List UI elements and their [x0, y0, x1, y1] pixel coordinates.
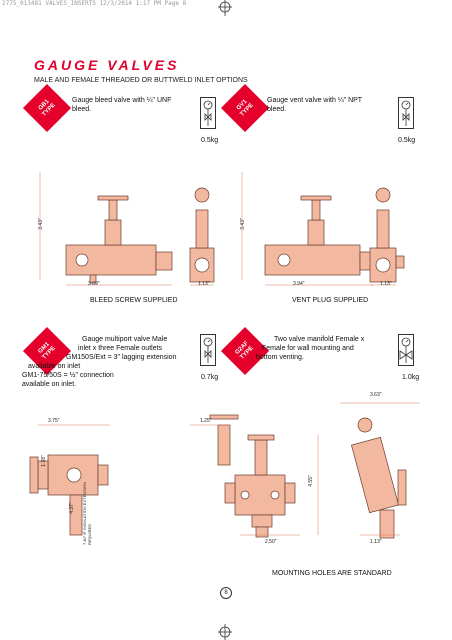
product-desc-gm1: Gauge multiport valve Male inlet x three…	[66, 336, 177, 361]
caption-bleed: BLEED SCREW SUPPLIED	[90, 297, 178, 304]
caption-mounting: MOUNTING HOLES ARE STANDARD	[272, 570, 392, 577]
page-number: 8	[220, 587, 232, 599]
caption-vent: VENT PLUG SUPPLIED	[292, 297, 369, 304]
weight-gm1: 0.7kg	[201, 374, 219, 381]
valve-symbol-icon	[200, 334, 216, 366]
dim-gm1-width: 3.75"	[48, 418, 60, 424]
dim-g2af-side: 1.13"	[370, 539, 382, 545]
page-title: GAUGE VALVES	[34, 57, 180, 73]
registration-mark-bottom	[218, 624, 232, 640]
dim-gm1-ext: 7.40" IF INSULATION EXTENSION REQUIRED	[82, 482, 92, 545]
weight-gv1: 0.5kg	[398, 137, 416, 144]
dim-gb1-side: 1.13"	[198, 281, 210, 287]
product-desc-gb1: Gauge bleed valve with ¼" UNF bleed.	[72, 97, 172, 113]
dim-g2af-top2: 3.63"	[370, 392, 382, 398]
product-desc-gv1: Gauge vent valve with ¼" NPT bleed.	[267, 97, 362, 113]
valve-symbol-icon	[200, 97, 216, 129]
page-subtitle: MALE AND FEMALE THREADED OR BUTTWELD INL…	[34, 77, 248, 84]
dim-gm1-small: 1.38"	[40, 455, 47, 467]
registration-mark-top	[218, 0, 232, 16]
dim-gv1-width: 3.94"	[293, 281, 305, 287]
dim-gb1-height: 3.43"	[37, 218, 44, 230]
dim-g2af-width: 2.50"	[265, 539, 277, 545]
dim-gv1-height: 3.43"	[239, 218, 246, 230]
dim-gb1-width: 3.69"	[88, 281, 100, 287]
weight-gb1: 0.5kg	[201, 137, 219, 144]
valve-symbol-icon	[398, 97, 414, 129]
drawings-bottom	[29, 402, 420, 539]
crop-info: 2775_013481 VALVES_INSERTS 12/3/2014 1:1…	[2, 0, 187, 7]
product-desc-g2af: Two valve manifold Female x Female for w…	[256, 336, 365, 361]
dim-gv1-side: 1.13"	[380, 281, 392, 287]
product-desc-gm1-cont: available on inlet GM1-75/50S = ½" conne…	[22, 363, 114, 388]
dim-g2af-height: 4.55"	[307, 475, 314, 487]
dim-g2af-top: 1.25"	[200, 418, 212, 424]
manifold-symbol-icon	[398, 334, 414, 366]
drawings-top	[39, 172, 405, 286]
weight-g2af: 1.0kg	[402, 374, 420, 381]
dim-gm1-len: 4.37"	[68, 502, 75, 514]
